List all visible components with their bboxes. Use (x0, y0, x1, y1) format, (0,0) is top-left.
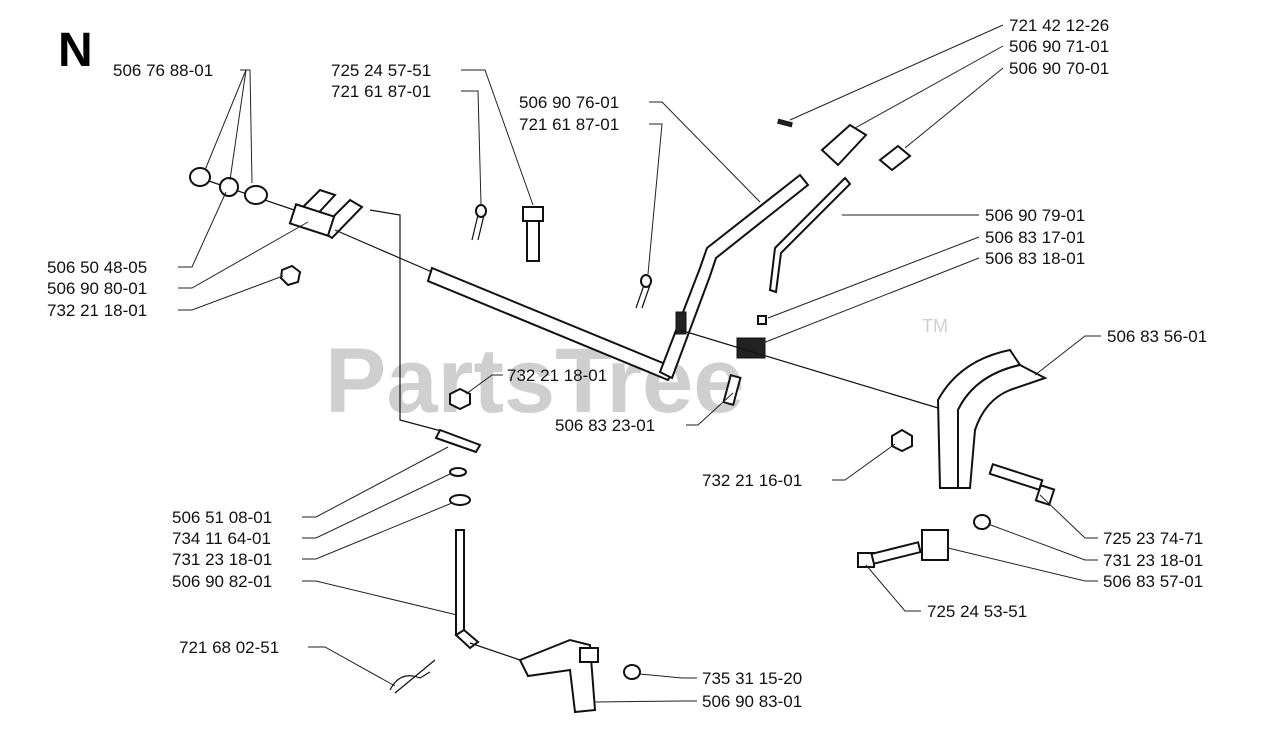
label-725-23-74-71: 725 23 74-71 (1103, 529, 1203, 548)
label-721-61-87-01-b: 721 61 87-01 (519, 115, 619, 134)
label-506-83-23-01: 506 83 23-01 (555, 416, 655, 435)
label-506-76-88-01: 506 76 88-01 (113, 61, 213, 80)
label-721-61-87-01: 721 61 87-01 (331, 82, 431, 101)
label-725-24-57-51: 725 24 57-51 (331, 61, 431, 80)
trademark: TM (922, 316, 948, 336)
label-732-21-18-01: 732 21 18-01 (47, 301, 147, 320)
label-506-90-83-01: 506 90 83-01 (702, 692, 802, 711)
label-506-83-57-01: 506 83 57-01 (1103, 572, 1203, 591)
label-506-90-82-01: 506 90 82-01 (172, 572, 272, 591)
label-506-83-17-01: 506 83 17-01 (985, 228, 1085, 247)
label-735-31-15-20: 735 31 15-20 (702, 669, 802, 688)
parts-artwork (189, 118, 1056, 714)
label-506-90-76-01: 506 90 76-01 (519, 93, 619, 112)
label-506-51-08-01: 506 51 08-01 (172, 508, 272, 527)
label-721-42-12-26: 721 42 12-26 (1009, 16, 1109, 35)
label-506-90-80-01: 506 90 80-01 (47, 279, 147, 298)
label-732-21-16-01: 732 21 16-01 (702, 471, 802, 490)
label-734-11-64-01: 734 11 64-01 (172, 529, 271, 548)
leader-lines (178, 24, 1101, 703)
label-506-83-56-01: 506 83 56-01 (1107, 327, 1207, 346)
label-731-23-18-01-b: 731 23 18-01 (172, 550, 272, 569)
label-721-68-02-51: 721 68 02-51 (179, 638, 279, 657)
section-letter: N (58, 24, 93, 77)
label-506-83-18-01: 506 83 18-01 (985, 249, 1085, 268)
label-506-90-71-01: 506 90 71-01 (1009, 37, 1109, 56)
label-506-50-48-05: 506 50 48-05 (47, 258, 147, 277)
part-labels: 506 76 88-01 725 24 57-51 721 61 87-01 5… (47, 16, 1207, 711)
label-506-90-70-01: 506 90 70-01 (1009, 59, 1109, 78)
label-725-24-53-51: 725 24 53-51 (927, 602, 1027, 621)
label-506-90-79-01: 506 90 79-01 (985, 206, 1085, 225)
label-732-21-18-01-b: 732 21 18-01 (507, 366, 607, 385)
label-731-23-18-01: 731 23 18-01 (1103, 551, 1203, 570)
